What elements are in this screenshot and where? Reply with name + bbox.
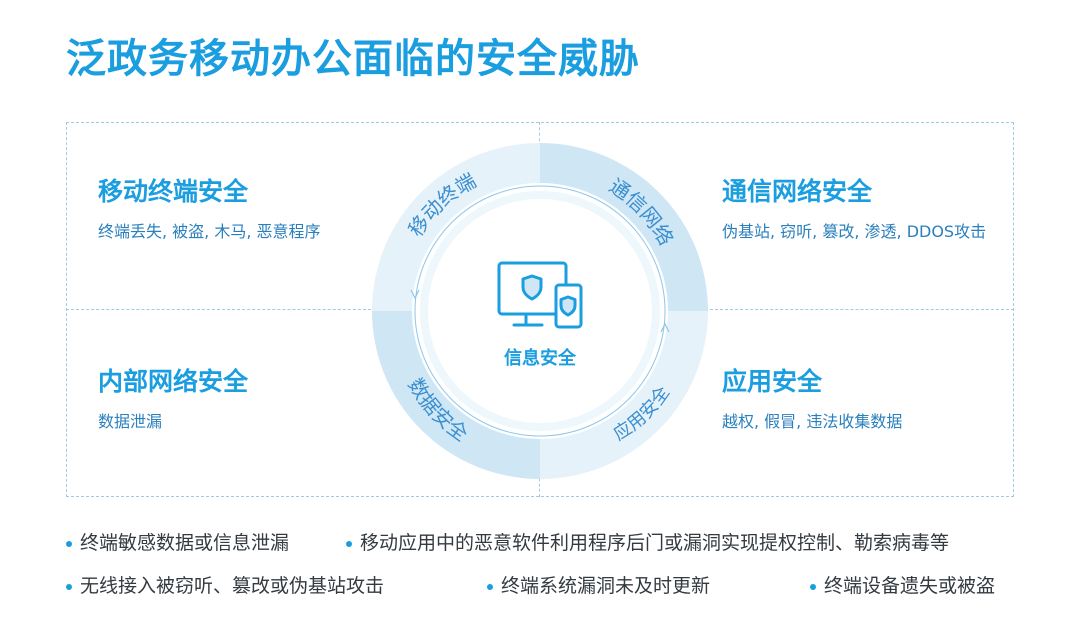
page-title: 泛政务移动办公面临的安全威胁 — [66, 36, 640, 82]
bullet-item: 终端设备遗失或被盗 — [810, 571, 995, 598]
divider-horizontal-left — [66, 309, 376, 310]
bullet-item: 移动应用中的恶意软件利用程序后门或漏洞实现提权控制、勒索病毒等 — [346, 528, 949, 555]
quadrant-title: 移动终端安全 — [98, 177, 249, 206]
quadrant-application: 应用安全 越权, 假冒, 违法收集数据 — [722, 362, 902, 432]
ring-segment-bottom-right — [540, 311, 708, 479]
quadrant-desc: 伪基站, 窃听, 篡改, 渗透, DDOS攻击 — [722, 222, 987, 241]
bullet-dot-icon — [487, 583, 493, 590]
bullet-text: 终端敏感数据或信息泄漏 — [80, 532, 290, 554]
center-label: 信息安全 — [504, 348, 576, 369]
divider-horizontal-right — [705, 309, 1014, 310]
quadrant-title: 应用安全 — [722, 367, 823, 396]
bullet-text: 无线接入被窃听、篡改或伪基站攻击 — [80, 575, 385, 597]
bullet-text: 终端系统漏洞未及时更新 — [501, 575, 711, 597]
quadrant-mobile-terminal: 移动终端安全 终端丢失, 被盗, 木马, 恶意程序 — [98, 172, 321, 242]
bullet-dot-icon — [810, 583, 816, 590]
guide-arrow-right-icon — [660, 322, 670, 333]
bullet-item: 终端系统漏洞未及时更新 — [487, 571, 710, 598]
ring-segment-bottom-left — [372, 311, 540, 479]
monitor-phone-shield-icon — [497, 261, 583, 329]
quadrant-desc: 终端丢失, 被盗, 木马, 恶意程序 — [98, 222, 321, 241]
bullet-dot-icon — [66, 583, 72, 590]
bullet-dot-icon — [346, 540, 352, 547]
divider-vertical-top — [539, 122, 540, 152]
ring-segment-top-right — [540, 143, 708, 311]
divider-vertical-bottom — [539, 468, 540, 497]
quadrant-internal-network: 内部网络安全 数据泄漏 — [98, 362, 248, 432]
center-circle — [428, 199, 652, 423]
guide-arrow-left-icon — [410, 289, 420, 300]
quadrant-network: 通信网络安全 伪基站, 窃听, 篡改, 渗透, DDOS攻击 — [722, 172, 986, 242]
bullet-dot-icon — [66, 540, 72, 547]
ring-inner-guide — [414, 185, 666, 437]
quadrant-title: 通信网络安全 — [722, 177, 873, 206]
bullet-item: 无线接入被窃听、篡改或伪基站攻击 — [66, 571, 384, 598]
quadrant-desc: 数据泄漏 — [98, 412, 163, 431]
bullet-text: 移动应用中的恶意软件利用程序后门或漏洞实现提权控制、勒索病毒等 — [360, 532, 950, 554]
bullet-item: 终端敏感数据或信息泄漏 — [66, 528, 289, 555]
quadrant-desc: 越权, 假冒, 违法收集数据 — [722, 412, 903, 431]
quadrant-title: 内部网络安全 — [98, 367, 249, 396]
ring-segment-top-left — [372, 143, 540, 311]
bullet-text: 终端设备遗失或被盗 — [824, 575, 996, 597]
